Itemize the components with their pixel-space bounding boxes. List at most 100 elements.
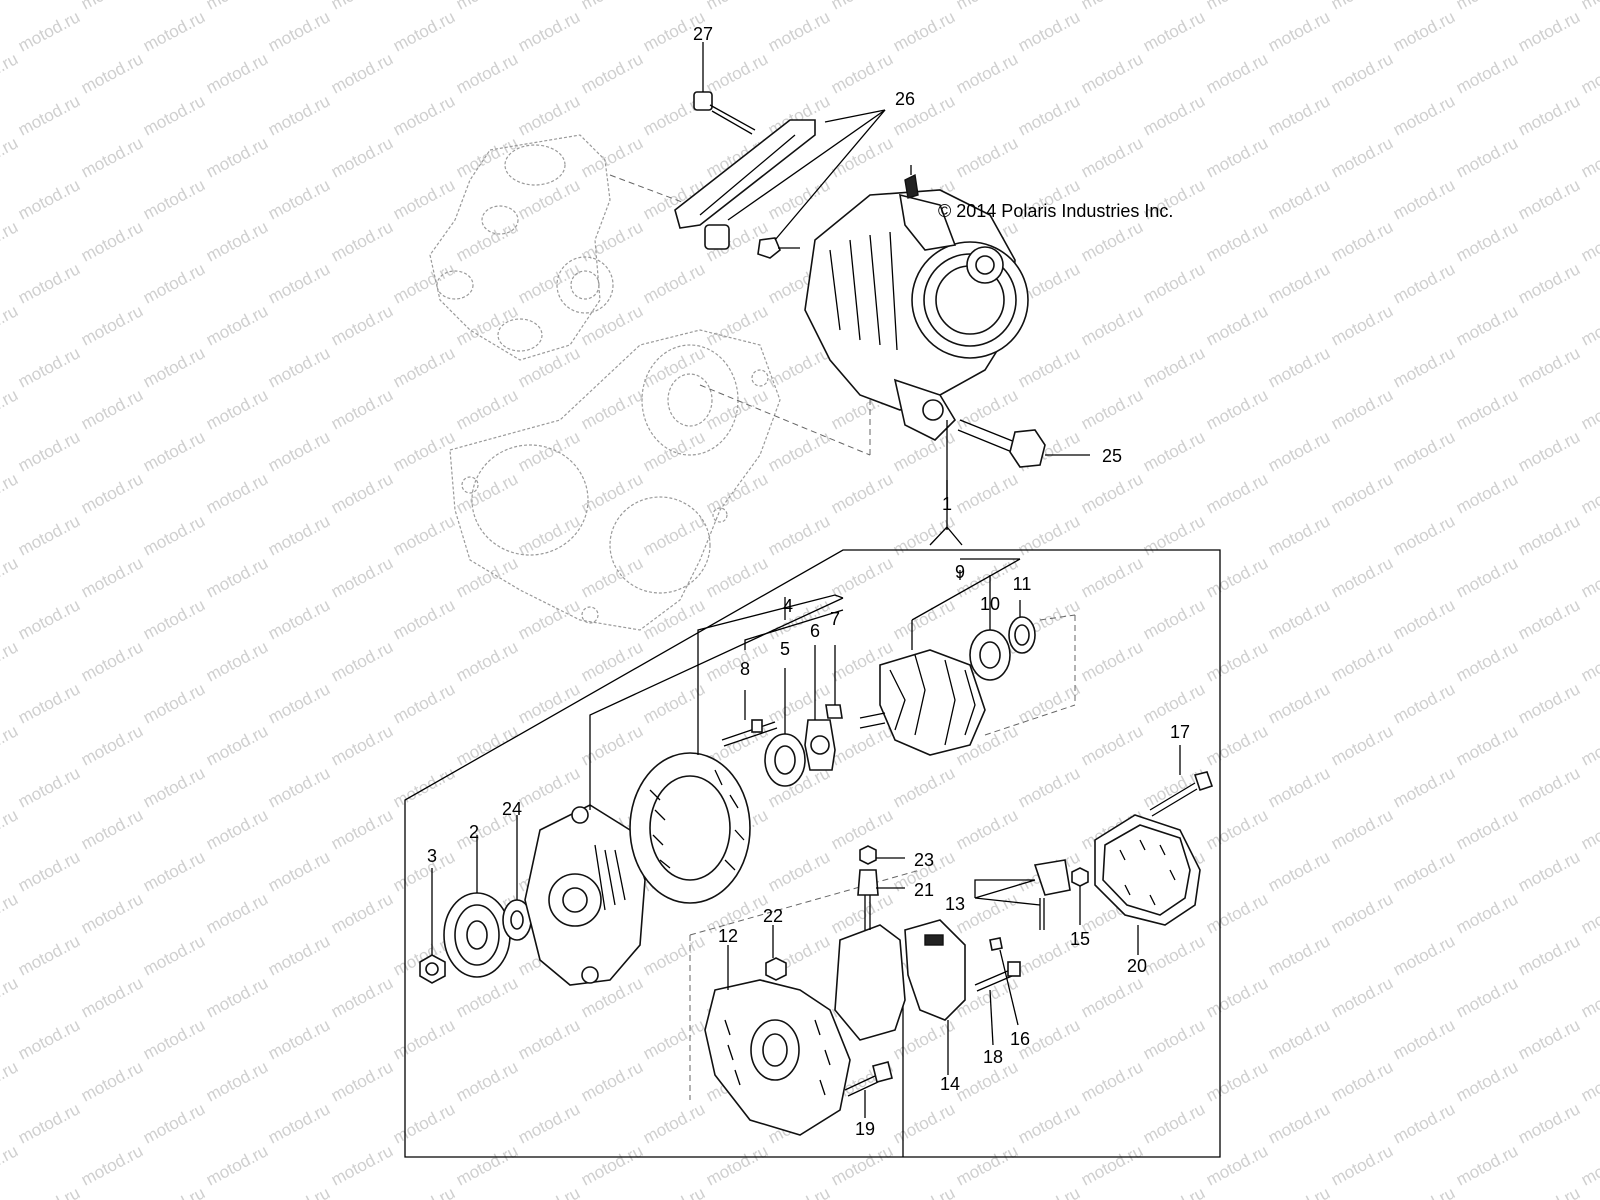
insulator-21 — [857, 869, 879, 896]
watermark-text: motod.ru — [828, 805, 896, 853]
watermark-text: motod.ru — [1078, 0, 1146, 14]
watermark-text: motod.ru — [265, 259, 333, 307]
watermark-text: motod.ru — [828, 1141, 896, 1189]
watermark-text: motod.ru — [453, 49, 521, 97]
front-frame — [524, 804, 646, 986]
watermark-text: motod.ru — [390, 427, 458, 475]
watermark-text: motod.ru — [1078, 721, 1146, 769]
watermark-text: motod.ru — [203, 1141, 271, 1189]
watermark-text: motod.ru — [578, 1057, 646, 1105]
nut-23 — [859, 845, 877, 865]
callout-12: 12 — [718, 926, 738, 946]
watermark-text: motod.ru — [1390, 91, 1458, 139]
watermark-text: motod.ru — [203, 49, 271, 97]
watermark-text: motod.ru — [0, 553, 21, 601]
watermark-text: motod.ru — [453, 553, 521, 601]
watermark-text: motod.ru — [1515, 1183, 1583, 1200]
watermark-text: motod.ru — [265, 1183, 333, 1200]
watermark-text: motod.ru — [78, 0, 146, 14]
watermark-text: motod.ru — [453, 1141, 521, 1189]
watermark-text: motod.ru — [140, 427, 208, 475]
watermark-text: motod.ru — [1328, 721, 1396, 769]
watermark-text: motod.ru — [1265, 1183, 1333, 1200]
watermark-text: motod.ru — [1390, 7, 1458, 55]
watermark-text: motod.ru — [828, 469, 896, 517]
watermark-text: motod.ru — [1015, 763, 1083, 811]
watermark-text: motod.ru — [203, 637, 271, 685]
watermark-text: motod.ru — [890, 511, 958, 559]
watermark-text: motod.ru — [1140, 427, 1208, 475]
watermark-text: motod.ru — [265, 1099, 333, 1147]
watermark-text: motod.ru — [703, 637, 771, 685]
callout-6: 6 — [810, 621, 820, 641]
watermark-text: motod.ru — [828, 0, 896, 14]
callout-11: 11 — [1013, 574, 1032, 594]
watermark-text: motod.ru — [265, 343, 333, 391]
watermark-text: motod.ru — [1453, 301, 1521, 349]
bolt-27 — [693, 91, 756, 135]
watermark-text: motod.ru — [15, 931, 83, 979]
watermark-text: motod.ru — [1265, 931, 1333, 979]
callout-4: 4 — [783, 596, 793, 616]
watermark-text: motod.ru — [390, 763, 458, 811]
watermark-text: motod.ru — [1328, 637, 1396, 685]
watermark-text: motod.ru — [1265, 343, 1333, 391]
watermark-text: motod.ru — [140, 931, 208, 979]
watermark-text: motod.ru — [140, 91, 208, 139]
brush-holder-13 — [1033, 859, 1071, 930]
watermark-text: motod.ru — [453, 301, 521, 349]
watermark-text: motod.ru — [1203, 301, 1271, 349]
watermark-text: motod.ru — [203, 217, 271, 265]
watermark-text: motod.ru — [578, 301, 646, 349]
watermark-text: motod.ru — [1078, 973, 1146, 1021]
watermark-text: motod.ru — [1453, 1057, 1521, 1105]
callout-7: 7 — [830, 609, 840, 629]
watermark-text: motod.ru — [1203, 553, 1271, 601]
watermark-text: motod.ru — [15, 595, 83, 643]
watermark-text: motod.ru — [1265, 7, 1333, 55]
watermark-text: motod.ru — [15, 7, 83, 55]
watermark-text: motod.ru — [1515, 1015, 1583, 1063]
watermark-text: motod.ru — [140, 175, 208, 223]
watermark-text: motod.ru — [15, 763, 83, 811]
watermark-text: motod.ru — [203, 385, 271, 433]
watermark-text: motod.ru — [1265, 1015, 1333, 1063]
watermark-text: motod.ru — [515, 91, 583, 139]
watermark-text: motod.ru — [1578, 133, 1600, 181]
watermark-text: motod.ru — [1203, 721, 1271, 769]
watermark-text: motod.ru — [15, 679, 83, 727]
callout-26: 26 — [895, 89, 915, 109]
watermark-text: motod.ru — [1453, 1141, 1521, 1189]
watermark-text: motod.ru — [578, 0, 646, 14]
watermark-text: motod.ru — [328, 217, 396, 265]
watermark-text: motod.ru — [515, 427, 583, 475]
watermark-text: motod.ru — [1328, 1141, 1396, 1189]
watermark-text: motod.ru — [390, 175, 458, 223]
watermark-text: motod.ru — [140, 343, 208, 391]
watermark-text: motod.ru — [1328, 805, 1396, 853]
watermark-text: motod.ru — [453, 973, 521, 1021]
watermark-text: motod.ru — [0, 721, 21, 769]
watermark-text: motod.ru — [453, 217, 521, 265]
watermark-text: motod.ru — [1515, 7, 1583, 55]
watermark-text: motod.ru — [890, 595, 958, 643]
watermark-text: motod.ru — [1203, 973, 1271, 1021]
watermark-text: motod.ru — [1453, 133, 1521, 181]
watermark-text: motod.ru — [1015, 511, 1083, 559]
watermark-text: motod.ru — [0, 469, 21, 517]
watermark-text: motod.ru — [515, 259, 583, 307]
watermark-text: motod.ru — [1078, 49, 1146, 97]
watermark-text: motod.ru — [828, 49, 896, 97]
watermark-text: motod.ru — [1203, 805, 1271, 853]
watermark-text: motod.ru — [78, 133, 146, 181]
watermark-text: motod.ru — [0, 301, 21, 349]
watermark-text: motod.ru — [515, 1183, 583, 1200]
watermark-text: motod.ru — [265, 763, 333, 811]
watermark-text: motod.ru — [1203, 133, 1271, 181]
watermark-text: motod.ru — [828, 133, 896, 181]
watermark-text: motod.ru — [703, 1141, 771, 1189]
watermark-text: motod.ru — [203, 301, 271, 349]
watermark-text: motod.ru — [1578, 973, 1600, 1021]
watermark-text: motod.ru — [390, 7, 458, 55]
watermark-text: motod.ru — [1515, 91, 1583, 139]
